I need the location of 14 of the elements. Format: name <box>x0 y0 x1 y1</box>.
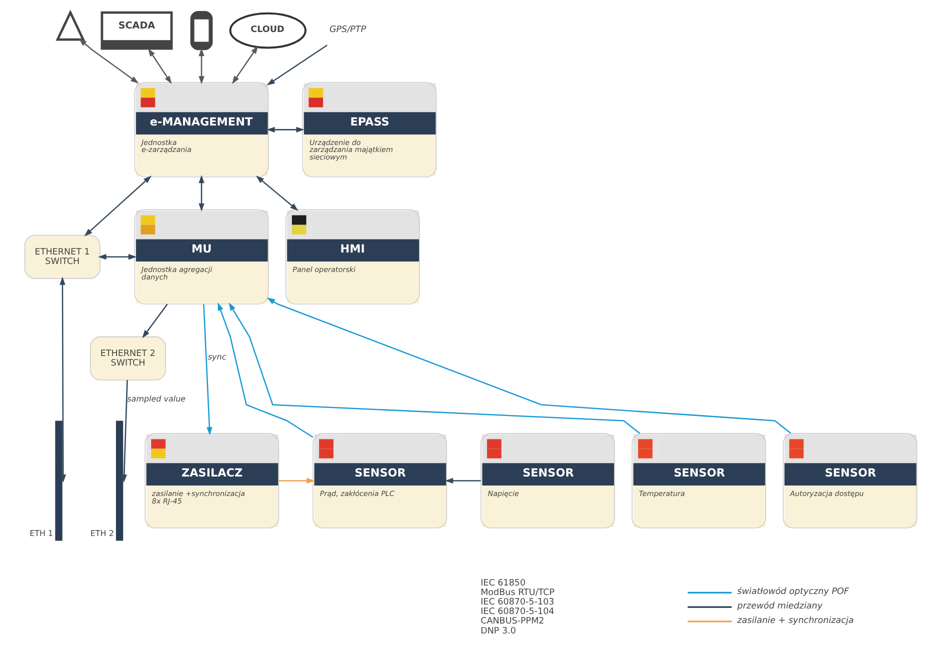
node-label: ETH 1 <box>30 528 54 538</box>
label: DNP 3.0 <box>480 626 516 636</box>
node-label: ETH 2 <box>90 528 114 538</box>
legend-label: przewód miedziany <box>737 602 823 612</box>
label: ModBus RTU/TCP <box>480 588 555 598</box>
label: IEC 61850 <box>480 578 526 588</box>
label: CANBUS-PPM2 <box>480 616 544 627</box>
edge-label: sampled value <box>127 394 186 404</box>
label: IEC 60870-5-104 <box>480 607 554 618</box>
node-text: GPS/PTP <box>329 24 366 35</box>
legend-label: światłowód optyczny POF <box>737 587 849 598</box>
edge-label: sync <box>208 352 226 362</box>
legend-label: zasilanie + synchronizacja <box>737 616 854 626</box>
label: IEC 60870-5-103 <box>480 598 554 608</box>
